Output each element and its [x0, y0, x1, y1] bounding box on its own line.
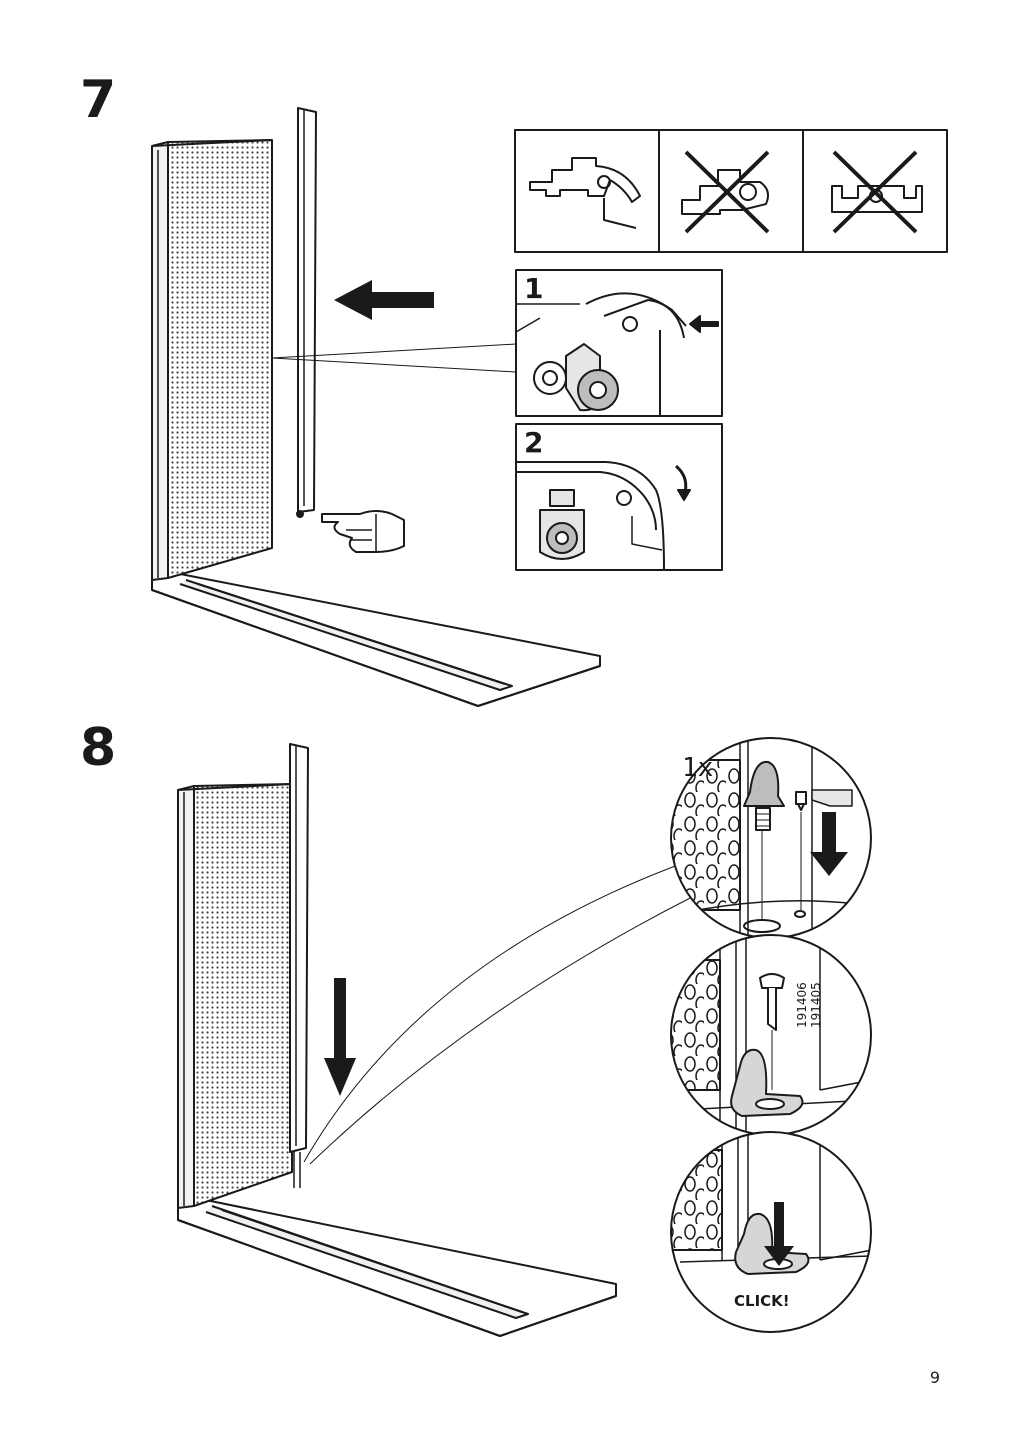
base-board: [151, 571, 601, 707]
wrong-profile-orientation-crossed: [831, 150, 923, 234]
part-number-191405: 191405: [809, 982, 823, 1028]
orientation-boxes: [514, 129, 948, 253]
step-7-illustration: [151, 107, 948, 707]
part-number-191406: 191406: [795, 982, 809, 1028]
correct-profile-orientation: [529, 157, 641, 229]
base-board: [177, 1197, 617, 1337]
detail-2-label: 2: [524, 426, 543, 459]
quantity-label: 1x: [682, 753, 713, 783]
click-label: CLICK!: [734, 1292, 790, 1310]
step-8-illustration: [177, 737, 872, 1337]
down-arrow: [810, 812, 848, 876]
foot-insert: [743, 760, 785, 831]
left-arrow: [334, 280, 434, 320]
upright-profile: [289, 743, 309, 1188]
perforated-panel: [177, 783, 293, 1209]
detail-circle-click: [670, 1131, 872, 1333]
perforated-panel: [151, 139, 273, 581]
step-8-number: 8: [80, 718, 117, 778]
detail-circle-parts: [670, 934, 872, 1136]
detail-2-box: [515, 423, 723, 571]
wrong-profile-orientation-crossed: [681, 150, 770, 234]
detail-1-label: 1: [524, 272, 543, 305]
page-number: 9: [929, 1368, 940, 1387]
step-7-number: 7: [80, 70, 117, 130]
down-arrow: [324, 978, 356, 1096]
hand-pointer-icon: [321, 510, 405, 553]
upright-profile: [296, 107, 317, 518]
detail-1-box: [515, 269, 723, 417]
pin: [795, 791, 807, 811]
